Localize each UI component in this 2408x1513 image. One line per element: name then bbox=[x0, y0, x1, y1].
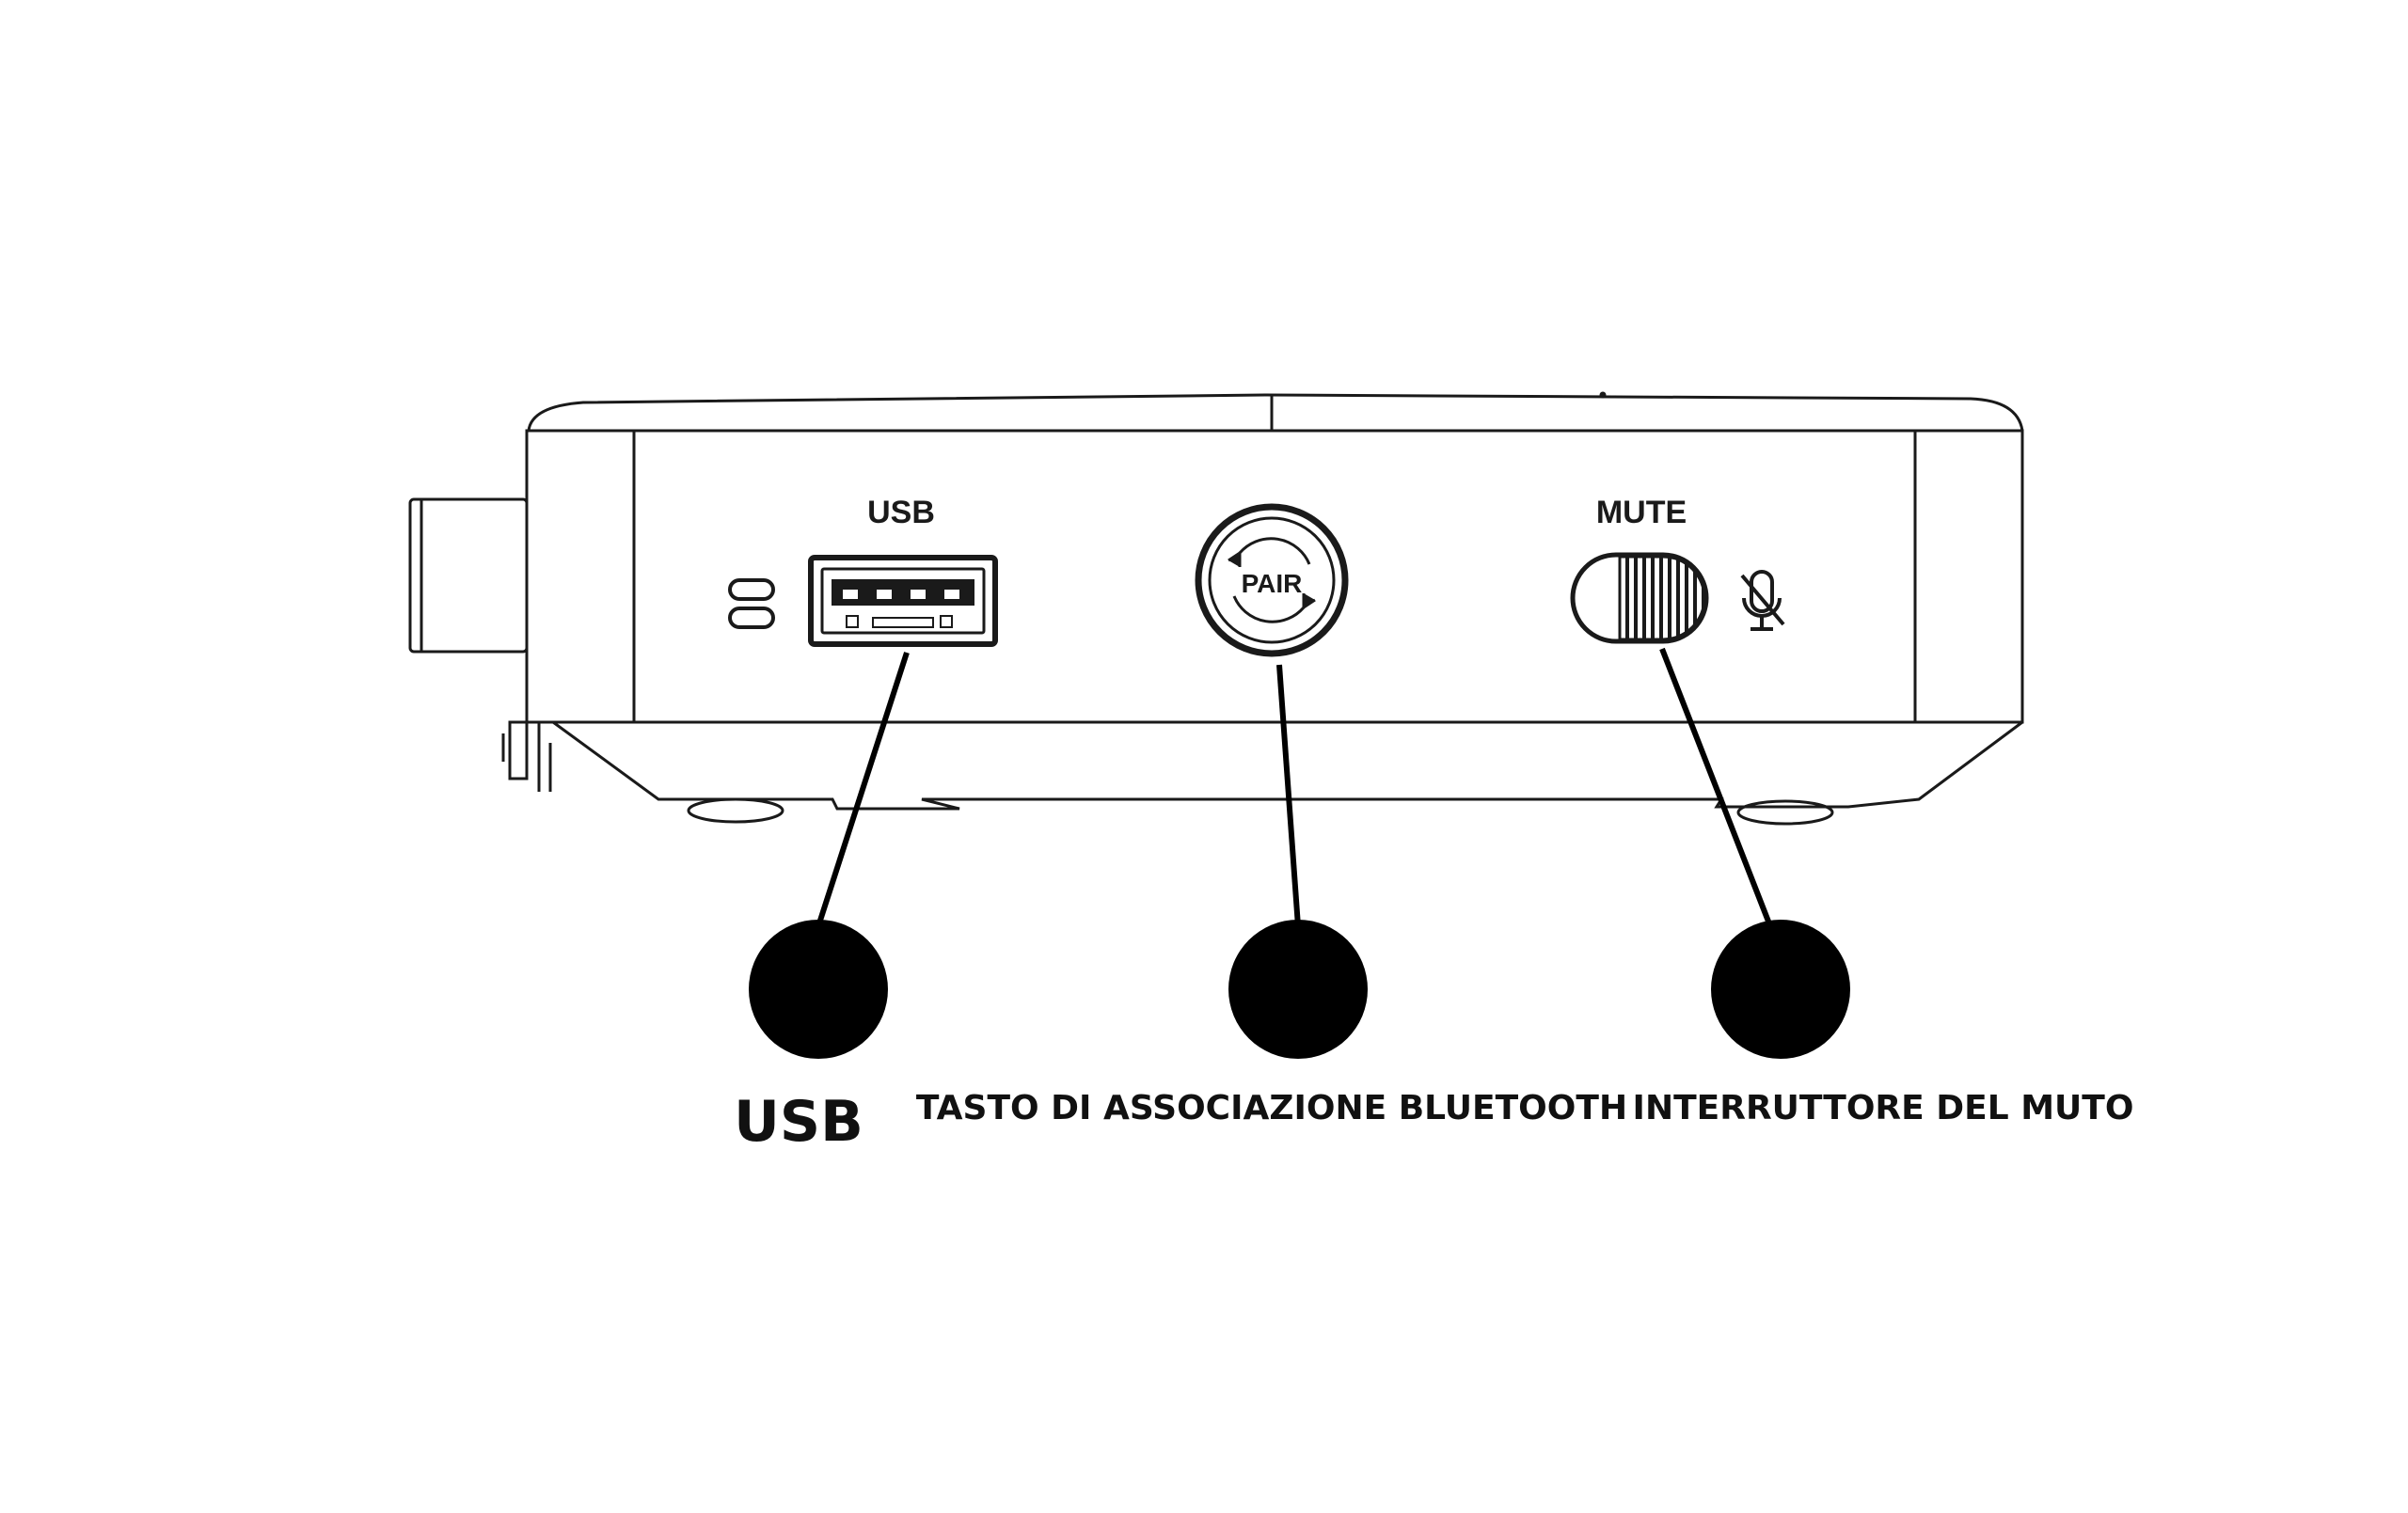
usb-port-label: USB bbox=[867, 495, 935, 530]
callout-line-usb bbox=[816, 652, 910, 927]
device-body bbox=[408, 391, 2024, 826]
usb-port-icon[interactable] bbox=[808, 555, 998, 647]
callout-dot-mute bbox=[1711, 920, 1850, 1059]
device-base bbox=[552, 720, 2023, 811]
callout-line-pair bbox=[1276, 664, 1301, 927]
callout-dots bbox=[749, 920, 1850, 1059]
pair-button[interactable] bbox=[1195, 503, 1349, 657]
led-indicator-icon bbox=[728, 578, 775, 629]
device-lid bbox=[527, 393, 2024, 432]
left-foot bbox=[687, 797, 784, 824]
pair-cycle-icon bbox=[1228, 537, 1316, 623]
mic-muted-icon bbox=[1740, 570, 1785, 631]
callout-dot-pair bbox=[1228, 920, 1368, 1059]
callout-label-usb: USB bbox=[734, 1089, 863, 1155]
mute-switch[interactable] bbox=[1570, 552, 1709, 644]
mute-switch-knob bbox=[1618, 555, 1706, 641]
pair-button-label: PAIR bbox=[1242, 569, 1303, 598]
callout-lines bbox=[816, 647, 1773, 928]
callout-label-mute: INTERRUTTORE DEL MUTO bbox=[1632, 1089, 2134, 1127]
side-connector bbox=[408, 497, 529, 654]
callout-dot-usb bbox=[749, 920, 888, 1059]
callout-line-mute bbox=[1659, 647, 1773, 928]
callout-label-pair: TASTO DI ASSOCIAZIONE BLUETOOTH bbox=[915, 1089, 1628, 1127]
right-foot bbox=[1736, 799, 1834, 826]
mute-switch-label: MUTE bbox=[1596, 495, 1687, 530]
